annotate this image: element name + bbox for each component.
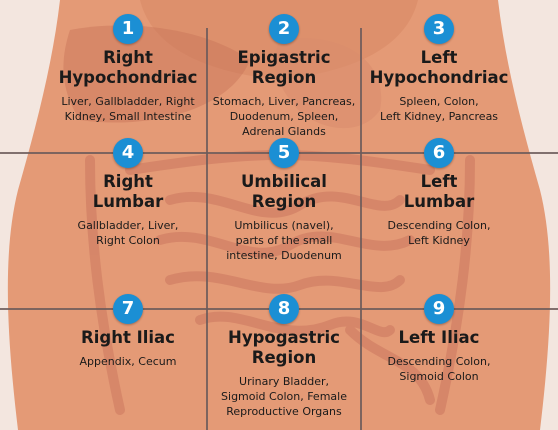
region-badge: 6 [424, 138, 454, 168]
region-description: Gallbladder, Liver, Right Colon [77, 219, 179, 247]
region-description: Spleen, Colon, Left Kidney, Pancreas [379, 95, 499, 123]
region-description: Urinary Bladder, Sigmoid Colon, Female R… [221, 375, 347, 418]
region-description: Appendix, Cecum [79, 355, 177, 368]
region-title: Right Hypochondriac [58, 48, 198, 87]
region-badge: 4 [113, 138, 143, 168]
region-description: Liver, Gallbladder, Right Kidney, Small … [61, 95, 195, 123]
region-7: 7 Right Iliac Appendix, Cecum [48, 294, 208, 369]
region-badge: 2 [269, 14, 299, 44]
region-2: 2 Epigastric Region Stomach, Liver, Panc… [206, 14, 362, 139]
region-description: Stomach, Liver, Pancreas, Duodenum, Sple… [212, 95, 356, 138]
region-badge: 8 [269, 294, 299, 324]
region-8: 8 Hypogastric Region Urinary Bladder, Si… [206, 294, 362, 419]
region-title: Hypogastric Region [228, 328, 340, 367]
region-6: 6 Left Lumbar Descending Colon, Left Kid… [360, 138, 518, 248]
region-5: 5 Umbilical Region Umbilicus (navel), pa… [206, 138, 362, 263]
region-title: Left Lumbar [403, 172, 475, 211]
region-badge: 3 [424, 14, 454, 44]
region-title: Right Iliac [81, 328, 175, 347]
grid-line-vertical-right [360, 28, 362, 430]
region-3: 3 Left Hypochondriac Spleen, Colon, Left… [360, 14, 518, 124]
region-badge: 9 [424, 294, 454, 324]
region-1: 1 Right Hypochondriac Liver, Gallbladder… [48, 14, 208, 124]
region-title: Left Hypochondriac [369, 48, 509, 87]
region-4: 4 Right Lumbar Gallbladder, Liver, Right… [48, 138, 208, 248]
region-title: Left Iliac [398, 328, 480, 347]
region-title: Umbilical Region [241, 172, 327, 211]
region-description: Descending Colon, Left Kidney [387, 219, 491, 247]
region-badge: 5 [269, 138, 299, 168]
region-title: Right Lumbar [92, 172, 164, 211]
grid-line-vertical-left [206, 28, 208, 430]
region-title: Epigastric Region [237, 48, 331, 87]
region-description: Descending Colon, Sigmoid Colon [387, 355, 491, 383]
region-9: 9 Left Iliac Descending Colon, Sigmoid C… [360, 294, 518, 384]
region-description: Umbilicus (navel), parts of the small in… [226, 219, 342, 262]
region-badge: 1 [113, 14, 143, 44]
region-badge: 7 [113, 294, 143, 324]
